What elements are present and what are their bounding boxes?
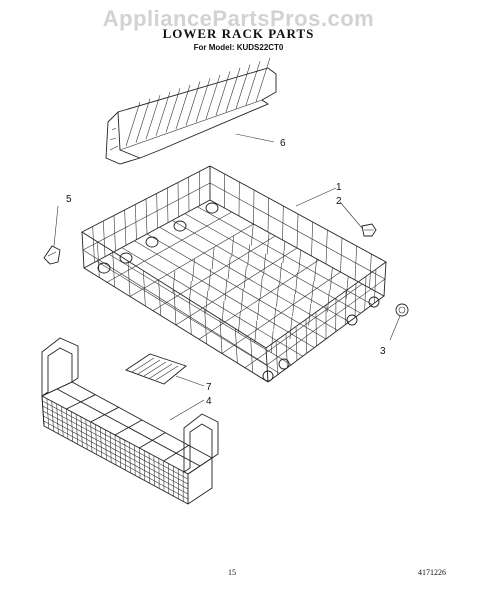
page-title: LOWER RACK PARTS (162, 26, 315, 41)
model-subtitle: For Model: KUDS22CT0 (193, 43, 284, 52)
part-7-basket-cover (125, 353, 187, 385)
part-3-wheel (395, 303, 409, 317)
leader-lines (53, 133, 401, 421)
callout-5: 5 (66, 194, 72, 205)
callout-4: 4 (206, 396, 212, 407)
watermark: AppliancePartsPros.com (102, 6, 375, 31)
callout-3: 3 (380, 346, 386, 357)
callout-1: 1 (336, 182, 342, 193)
callout-2: 2 (336, 196, 342, 207)
part-2-clip (361, 223, 377, 237)
callout-7: 7 (206, 382, 212, 393)
part-5-bumper (43, 245, 61, 265)
document-number: 4171226 (418, 568, 446, 577)
callout-6: 6 (280, 138, 286, 149)
part-1-lower-rack (81, 165, 387, 383)
part-6-tine-insert (105, 57, 277, 165)
page-number: 15 (228, 568, 236, 577)
part-4-silverware-basket (41, 337, 219, 505)
